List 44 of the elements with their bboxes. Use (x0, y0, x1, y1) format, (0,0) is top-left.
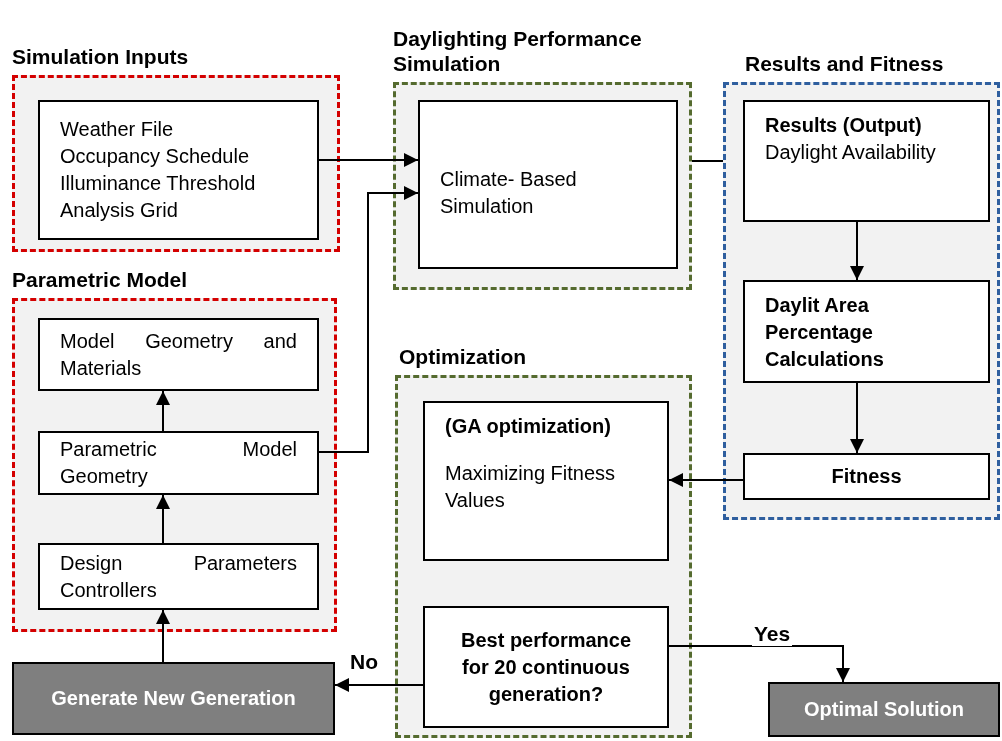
box-text: Model Geometry and Materials (60, 328, 297, 381)
box-text: Illuminance Threshold (60, 171, 257, 196)
section-heading: Daylighting Performance Simulation (393, 26, 643, 76)
connector-arrow (334, 678, 424, 692)
box-text: Design Parameters Controllers (60, 550, 297, 603)
connector-arrow (318, 186, 419, 453)
box-text: (GA optimization) (445, 414, 612, 439)
terminal-box (768, 682, 1000, 737)
connector-arrow (318, 153, 419, 167)
box-text: Daylight Availability (765, 140, 937, 165)
process-box (423, 401, 669, 561)
process-box (38, 318, 319, 391)
terminal-box (12, 662, 335, 735)
connector-arrow (668, 473, 744, 487)
box-text: Daylit Area Percentage Calculations (765, 293, 885, 372)
process-box (743, 280, 990, 383)
connector-arrow (156, 494, 170, 544)
connector-arrow (668, 645, 850, 683)
box-text: Best performance for 20 continuous generation? (459, 627, 633, 707)
process-box (423, 606, 669, 728)
process-box (743, 100, 990, 222)
box-text: Weather File (60, 117, 174, 142)
box-text: Parametric Model Geometry (60, 437, 297, 489)
section-heading: Optimization (398, 344, 527, 369)
section-heading: Simulation Inputs (12, 44, 189, 69)
process-box (418, 100, 678, 269)
connector-arrow (156, 390, 170, 432)
box-text: Fitness (830, 464, 903, 489)
section-heading: Parametric Model (12, 267, 188, 292)
box-text: Optimal Solution (804, 697, 964, 722)
process-box (743, 453, 990, 500)
process-box (38, 543, 319, 610)
box-text: Maximizing Fitness Values (445, 461, 617, 513)
connector-arrow (850, 221, 864, 281)
box-text: Climate- Based Simulation (440, 167, 578, 219)
box-text: Occupancy Schedule (60, 144, 250, 169)
box-text: Generate New Generation (51, 686, 296, 711)
section-heading: Results and Fitness (744, 51, 944, 76)
connector-arrow (850, 382, 864, 454)
connector-arrow (156, 609, 170, 663)
process-box (38, 100, 319, 240)
box-text: Analysis Grid (60, 198, 179, 223)
process-box (38, 431, 319, 495)
box-text: Results (Output) (765, 113, 923, 138)
